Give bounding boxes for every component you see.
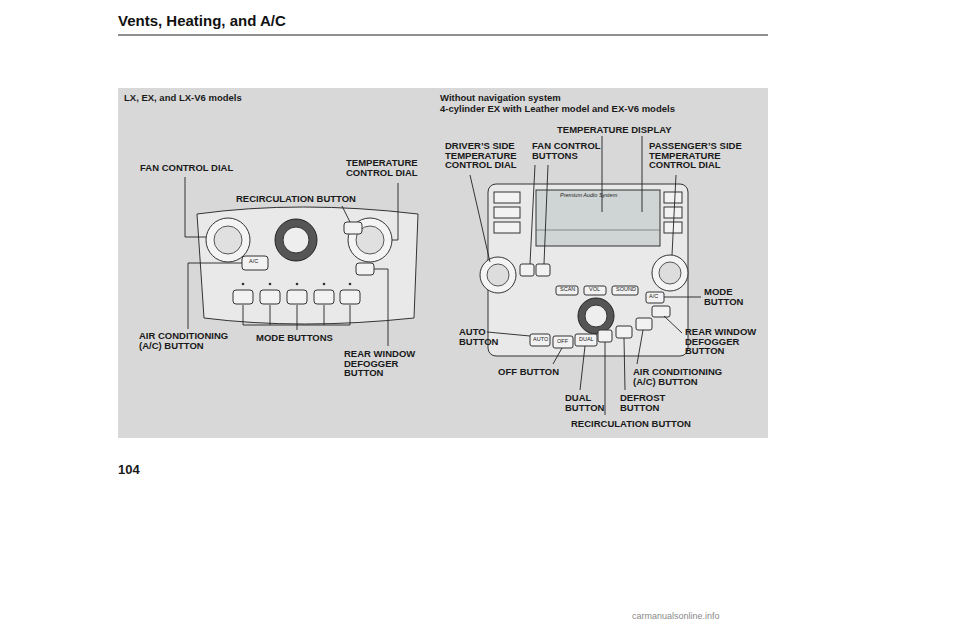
callout-label: DUAL BUTTON [565, 393, 610, 412]
callout-label: FAN CONTROL BUTTONS [532, 141, 602, 160]
button-text: A/C [649, 294, 658, 300]
model-heading: 4-cylinder EX with Leather model and EX-… [440, 104, 675, 114]
watermark: carmanualsonline.info [632, 612, 720, 621]
callout-label: FAN CONTROL DIAL [140, 163, 233, 173]
model-heading: Without navigation system [440, 93, 561, 103]
callout-label: REAR WINDOW DEFOGGER BUTTON [344, 349, 424, 378]
button-text: DUAL [579, 337, 594, 343]
callout-label: PASSENGER’S SIDE TEMPERATURE CONTROL DIA… [649, 141, 747, 170]
callout-label: RECIRCULATION BUTTON [571, 419, 691, 429]
callout-label: AUTO BUTTON [459, 327, 509, 346]
model-heading: LX, EX, and LX-V6 models [124, 93, 242, 103]
button-text: AUTO [533, 337, 548, 343]
callout-label: AIR CONDITIONING (A/C) BUTTON [139, 331, 239, 350]
button-text: OFF [557, 339, 568, 345]
page-title: Vents, Heating, and A/C [118, 12, 286, 29]
callout-label: RECIRCULATION BUTTON [236, 194, 356, 204]
callout-label: TEMPERATURE DISPLAY [557, 125, 672, 135]
display-text: Premium Audio System [560, 193, 617, 199]
button-text: SOUND [616, 287, 636, 293]
callout-label: AIR CONDITIONING (A/C) BUTTON [633, 367, 733, 386]
callout-label: MODE BUTTONS [256, 333, 333, 343]
callout-label: TEMPERATURE CONTROL DIAL [346, 158, 426, 177]
button-text: SCAN [560, 287, 575, 293]
callout-label: DEFROST BUTTON [620, 393, 675, 412]
button-text: A/C [249, 259, 258, 265]
callout-label: DRIVER’S SIDE TEMPERATURE CONTROL DIAL [445, 141, 525, 170]
button-text: VOL [589, 287, 600, 293]
callout-label: MODE BUTTON [704, 287, 754, 306]
callout-label: OFF BUTTON [498, 367, 559, 377]
page-number: 104 [118, 463, 140, 476]
callout-label: REAR WINDOW DEFOGGER BUTTON [685, 327, 765, 356]
